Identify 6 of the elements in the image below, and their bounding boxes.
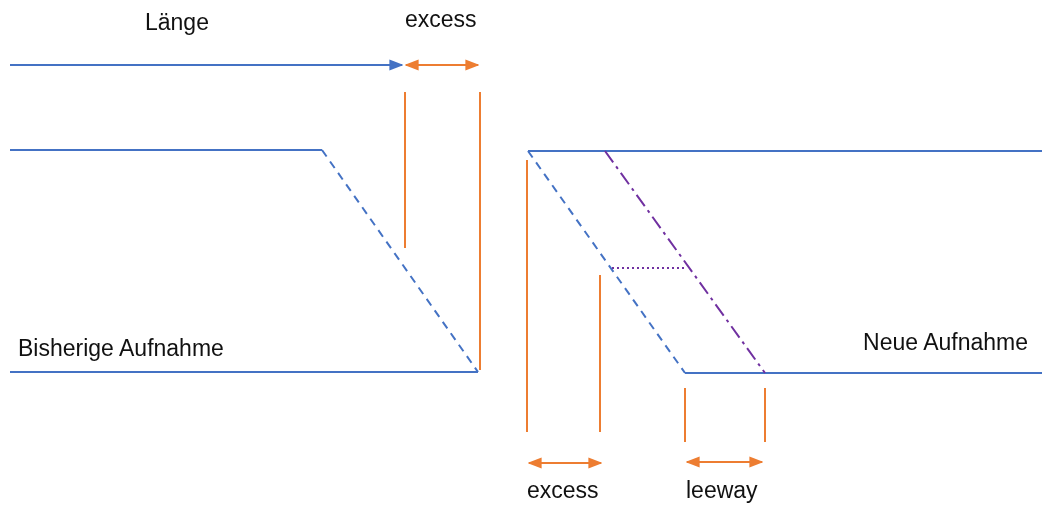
dimension-label: Länge: [145, 9, 209, 35]
scan-label: Bisherige Aufnahme: [18, 335, 224, 361]
dimension-label: excess: [527, 477, 599, 503]
dimension-label: leeway: [686, 477, 758, 503]
dimension-label: excess: [405, 6, 477, 32]
scan-label: Neue Aufnahme: [863, 329, 1028, 355]
